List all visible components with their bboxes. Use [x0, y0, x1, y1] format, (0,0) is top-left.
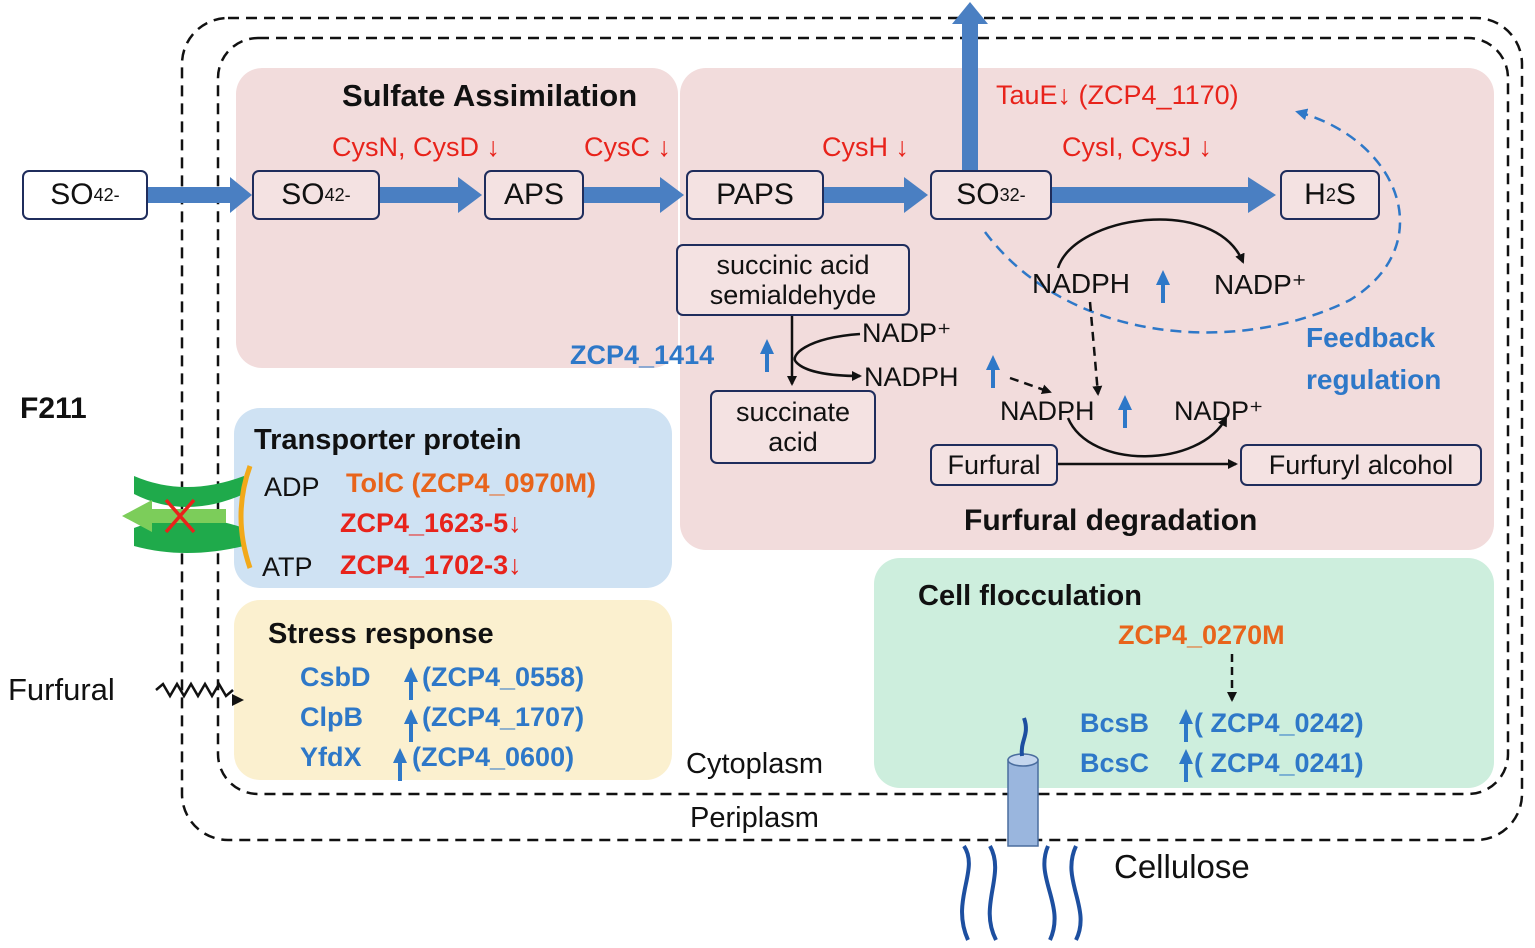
- nadph-dash-2: [1088, 301, 1103, 396]
- flux-arrows: [148, 2, 1276, 213]
- nadph-nadp-arc-2: [1066, 416, 1228, 458]
- paps-box: PAPS: [686, 170, 824, 220]
- sulfate-assimilation-title: Sulfate Assimilation: [342, 78, 638, 113]
- nadph-label-2: NADPH: [864, 362, 959, 392]
- transporter-channel-icon: [122, 465, 253, 569]
- transporter-title: Transporter protein: [254, 424, 522, 456]
- stress-response-title: Stress response: [268, 618, 494, 650]
- nadp-label-3: NADP⁺: [1174, 396, 1264, 426]
- enzyme-taue: TauE↓ (ZCP4_1170): [996, 80, 1239, 110]
- floc-item-bcsc-name: BcsC: [1080, 748, 1150, 778]
- stress-item-yfdx-name: YfdX: [300, 742, 362, 772]
- stress-panel: [234, 600, 672, 780]
- nadph-arc-top: [1056, 218, 1245, 269]
- stress-item-csbd-gene: (ZCP4_0558): [422, 662, 585, 692]
- nadph-label-3: NADPH: [1000, 396, 1095, 426]
- up-arrow-icon: [393, 748, 407, 781]
- nadph-dash-1: [1009, 376, 1052, 395]
- up-arrows: [393, 270, 1193, 782]
- aps-box: APS: [484, 170, 584, 220]
- enzyme-cysc: CysC ↓: [584, 132, 671, 162]
- atp-label: ATP: [262, 552, 313, 582]
- cellulose-fibers-icon: [960, 844, 1083, 941]
- enzyme-cysn-cysd: CysN, CysD ↓: [332, 132, 500, 162]
- feedback-curve: [984, 108, 1402, 334]
- outer-membrane: [180, 16, 1524, 842]
- up-arrow-icon: [760, 339, 774, 372]
- gene-zcp4-1623-5: ZCP4_1623-5↓: [340, 508, 522, 538]
- up-arrow-icon: [1179, 749, 1193, 782]
- gene-zcp4-0270m: ZCP4_0270M: [1118, 620, 1285, 650]
- furfural-degradation-title: Furfural degradation: [964, 504, 1258, 537]
- cellulose-label: Cellulose: [1114, 848, 1250, 885]
- stress-item-clpb-gene: (ZCP4_1707): [422, 702, 585, 732]
- up-arrow-icon: [1156, 270, 1170, 303]
- stress-item-yfdx-gene: (ZCP4_0600): [412, 742, 575, 772]
- feedback-label-1: Feedback: [1306, 322, 1436, 353]
- up-arrow-icon: [1179, 709, 1193, 742]
- cell-flocculation-title: Cell flocculation: [918, 580, 1142, 612]
- strain-label: F211: [20, 392, 87, 425]
- cellulose-synthase-icon: [1007, 717, 1039, 847]
- adp-label: ADP: [264, 472, 320, 502]
- nadph-label-1: NADPH: [1032, 268, 1131, 299]
- gene-zcp4-1702-3: ZCP4_1702-3↓: [340, 550, 522, 580]
- floc-item-bcsb-gene: ( ZCP4_0242): [1194, 708, 1364, 738]
- furfural-box: Furfural: [930, 444, 1058, 486]
- cytoplasm-label: Cytoplasm: [686, 748, 823, 780]
- nadp-label-2: NADP⁺: [862, 318, 952, 348]
- stimulus-furfural: Furfural: [8, 672, 115, 707]
- up-arrow-icon: [404, 709, 418, 742]
- feedback-label-2: regulation: [1306, 364, 1442, 395]
- stress-item-clpb-name: ClpB: [300, 702, 363, 732]
- nadp-to-nadph-arc: [793, 332, 862, 381]
- furfuryl-alcohol-box: Furfuryl alcohol: [1240, 444, 1482, 486]
- gene-zcp4-1414: ZCP4_1414: [570, 340, 715, 370]
- enzyme-cysi-cysj: CysI, CysJ ↓: [1062, 132, 1213, 162]
- up-arrow-icon: [986, 355, 1000, 388]
- floc-item-bcsb-name: BcsB: [1080, 708, 1150, 738]
- up-arrow-icon: [404, 667, 418, 700]
- stress-item-csbd-name: CsbD: [300, 662, 371, 692]
- inner-membrane: [216, 36, 1510, 796]
- periplasm-label: Periplasm: [690, 802, 819, 834]
- floc-item-bcsc-gene: ( ZCP4_0241): [1194, 748, 1364, 778]
- gene-tolc: TolC (ZCP4_0970M): [346, 468, 597, 498]
- enzyme-cysh: CysH ↓: [822, 132, 909, 162]
- furfural-squiggle-icon: [155, 681, 234, 699]
- transporter-panel: [234, 408, 672, 588]
- up-arrow-icon: [1118, 395, 1132, 428]
- nadp-label-1: NADP⁺: [1214, 269, 1307, 300]
- flocculation-panel: [874, 558, 1494, 788]
